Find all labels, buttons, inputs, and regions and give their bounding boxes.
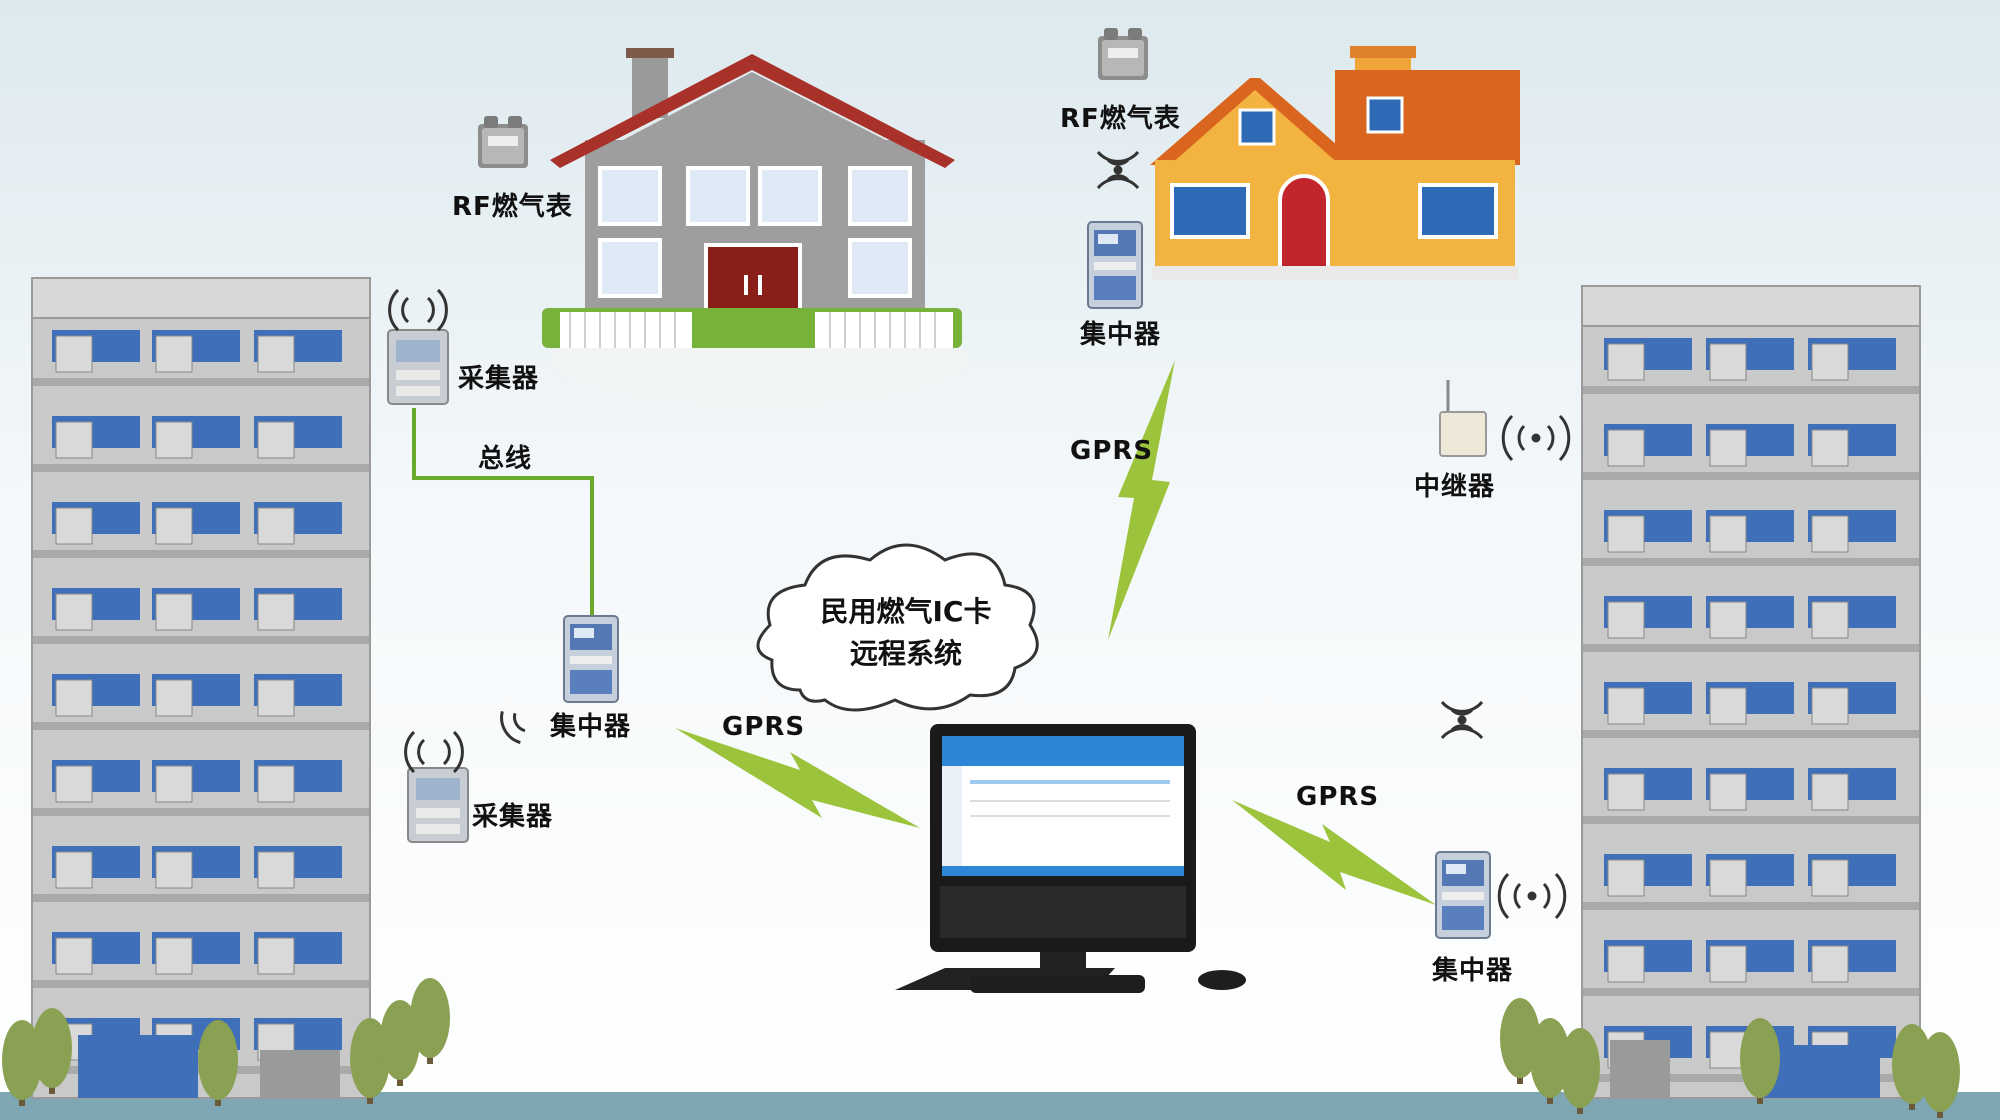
cloud-line-2: 远程系统 [849,637,962,670]
label-gprs-left: GPRS [722,712,806,742]
grey-house [542,48,970,410]
repeater-icon [1439,380,1487,457]
bus-wire [412,408,594,618]
wireless-signal-icon [1501,414,1571,462]
label-gprs-top: GPRS [1070,436,1154,466]
yellow-house [1150,46,1520,280]
label-concentrator-right: 集中器 [1432,956,1514,986]
apartment-building-left [31,277,371,1099]
wireless-signal-icon [1497,872,1567,920]
label-collector-top: 采集器 [458,364,540,394]
apartment-building-right [1581,285,1921,1099]
label-concentrator-left: 集中器 [550,712,632,742]
cloud-line-1: 民用燃气IC卡 [820,595,992,628]
wireless-signal-icon [404,730,464,774]
computer-terminal [895,724,1246,993]
wireless-signal-icon [388,288,448,332]
label-collector-bottom: 采集器 [472,802,554,832]
label-bus-line: 总线 [478,444,533,474]
gprs-lightning-right [1232,800,1436,905]
wireless-signal-icon [1096,150,1140,190]
label-concentrator-top: 集中器 [1080,320,1162,350]
label-repeater: 中继器 [1414,472,1496,502]
system-cloud [756,543,1039,712]
collector-icon-top [387,329,449,405]
label-rf-meter-left: RF燃气表 [452,192,573,222]
label-rf-meter-right: RF燃气表 [1060,104,1181,134]
collector-icon-bottom [407,767,469,843]
wireless-signal-icon [500,711,526,745]
concentrator-icon-left [563,615,619,703]
wireless-signal-icon [1440,700,1484,740]
gprs-lightning-left [675,728,920,828]
concentrator-icon-top [1087,221,1143,309]
label-gprs-right: GPRS [1296,782,1380,812]
gprs-lightning-top [1108,360,1175,640]
concentrator-icon-right [1435,851,1491,939]
